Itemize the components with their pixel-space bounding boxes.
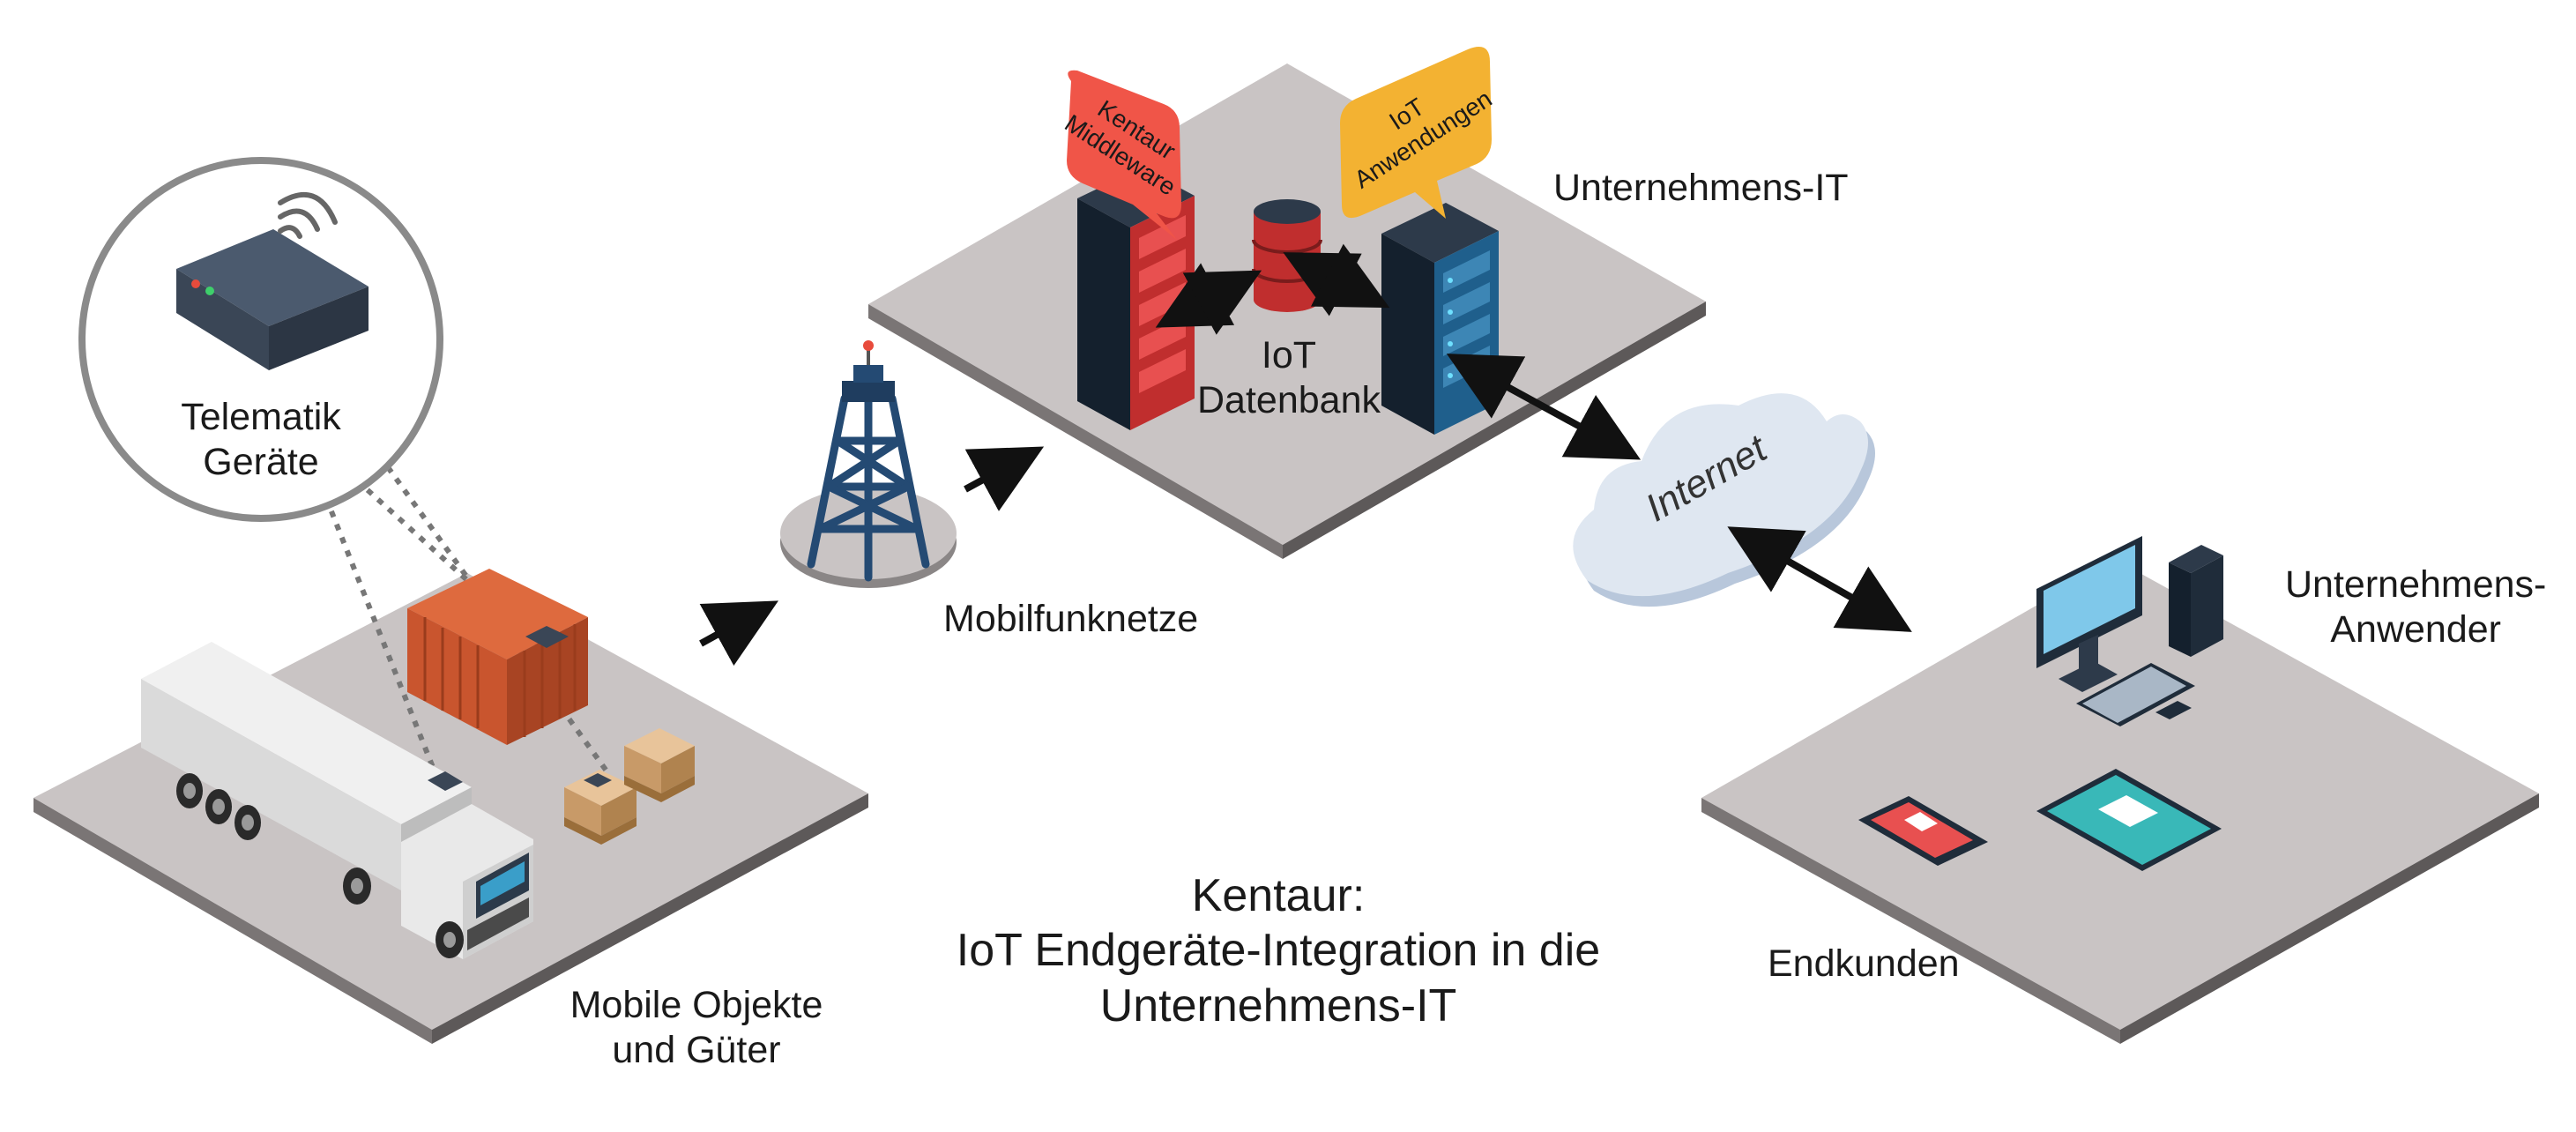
telematik-label-line1: Telematik <box>181 396 341 438</box>
diagram-title-line1: Kentaur: <box>1191 870 1366 921</box>
container-icon <box>407 569 588 745</box>
arrows <box>699 243 1912 667</box>
connector-dotted-lines <box>324 465 613 785</box>
arrow-objects-to-tower <box>699 600 779 667</box>
tablet-icon <box>2036 769 2222 871</box>
anwender-line1: Unternehmens- <box>2285 563 2547 606</box>
truck-icon <box>141 642 533 959</box>
diagram-title-line3: Unternehmens-IT <box>1099 979 1457 1031</box>
server-icon <box>1381 203 1499 435</box>
cloud-icon <box>1573 393 1875 607</box>
telematik-label: Telematik Geräte <box>173 395 349 484</box>
iot-datenbank-label: IoT Datenbank <box>1192 333 1386 422</box>
iot-datenbank-line2: Datenbank <box>1197 378 1381 421</box>
mobile-objects-line1: Mobile Objekte <box>570 984 823 1026</box>
pallet-icon <box>624 728 695 802</box>
arrow-internet-users <box>1727 526 1912 632</box>
mobile-objects-line2: und Güter <box>612 1028 781 1071</box>
arrow-tower-to-it <box>964 446 1045 511</box>
router-icon <box>176 229 369 370</box>
diagram-title: Kentaur: IoT Endgeräte-Integration in di… <box>917 868 1640 1033</box>
speech-bubble-kentaur <box>1067 70 1181 240</box>
wifi-icon <box>278 192 338 239</box>
endkunden-label: Endkunden <box>1768 942 1960 985</box>
iot-datenbank-line1: IoT <box>1261 334 1317 376</box>
desktop-computer-icon <box>2036 536 2223 726</box>
smartphone-icon <box>1858 796 1988 866</box>
diagram-title-line2: IoT Endgeräte-Integration in die <box>956 925 1601 977</box>
speech-bubble-iot <box>1340 47 1492 219</box>
unternehmens-anwender-label: Unternehmens- Anwender <box>2285 562 2546 652</box>
pallet-icon <box>564 770 637 845</box>
anwender-line2: Anwender <box>2330 607 2501 651</box>
mobilfunknetze-label: Mobilfunknetze <box>943 598 1199 640</box>
telematik-label-line2: Geräte <box>203 440 319 483</box>
arrow-it-internet <box>1446 354 1642 460</box>
database-icon <box>1252 199 1322 312</box>
unternehmens-it-label: Unternehmens-IT <box>1553 167 1849 209</box>
arrow-db-apps <box>1283 243 1390 317</box>
tower-icon <box>780 340 957 588</box>
arrow-middleware-db <box>1155 263 1262 335</box>
mobile-objects-label: Mobile Objekte und Güter <box>551 983 842 1072</box>
